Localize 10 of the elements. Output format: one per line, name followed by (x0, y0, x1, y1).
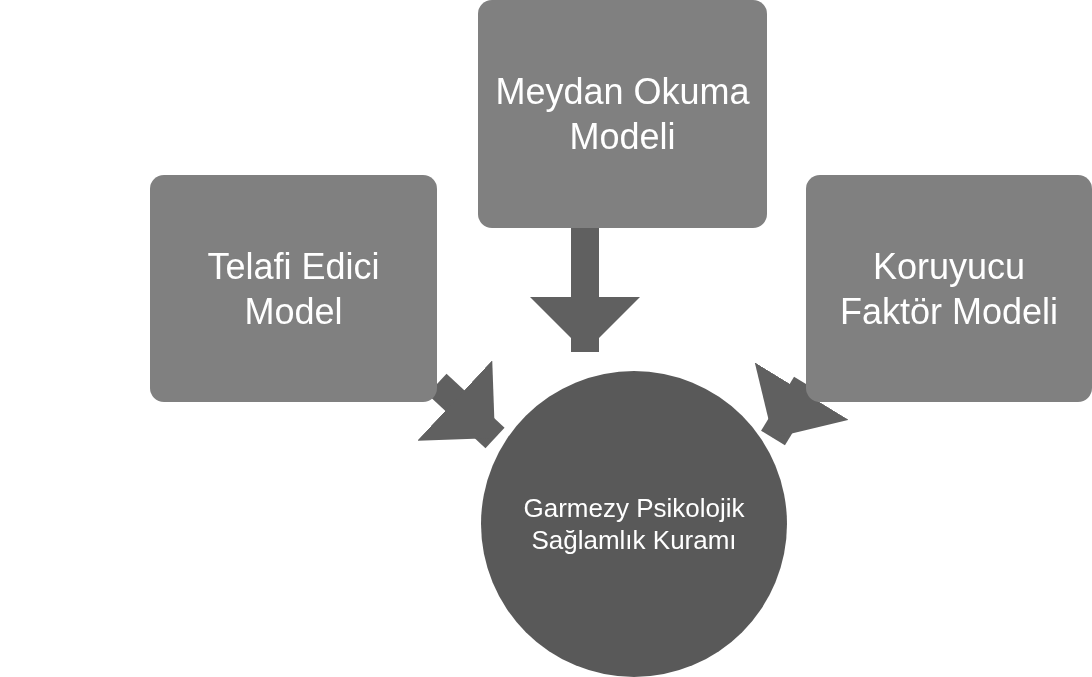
block-arrow (417, 360, 505, 449)
process-box (806, 175, 1092, 402)
node-label: Telafi Edici Model (206, 244, 381, 334)
node-label: Koruyucu Faktör Modeli (838, 244, 1060, 334)
node-label: Garmezy Psikolojik Sağlamlık Kuramı (522, 491, 746, 557)
node-label: Meydan Okuma Modeli (494, 70, 751, 159)
block-arrow (754, 362, 849, 446)
process-box (478, 0, 767, 228)
block-arrow (530, 228, 640, 352)
process-box (150, 175, 437, 402)
